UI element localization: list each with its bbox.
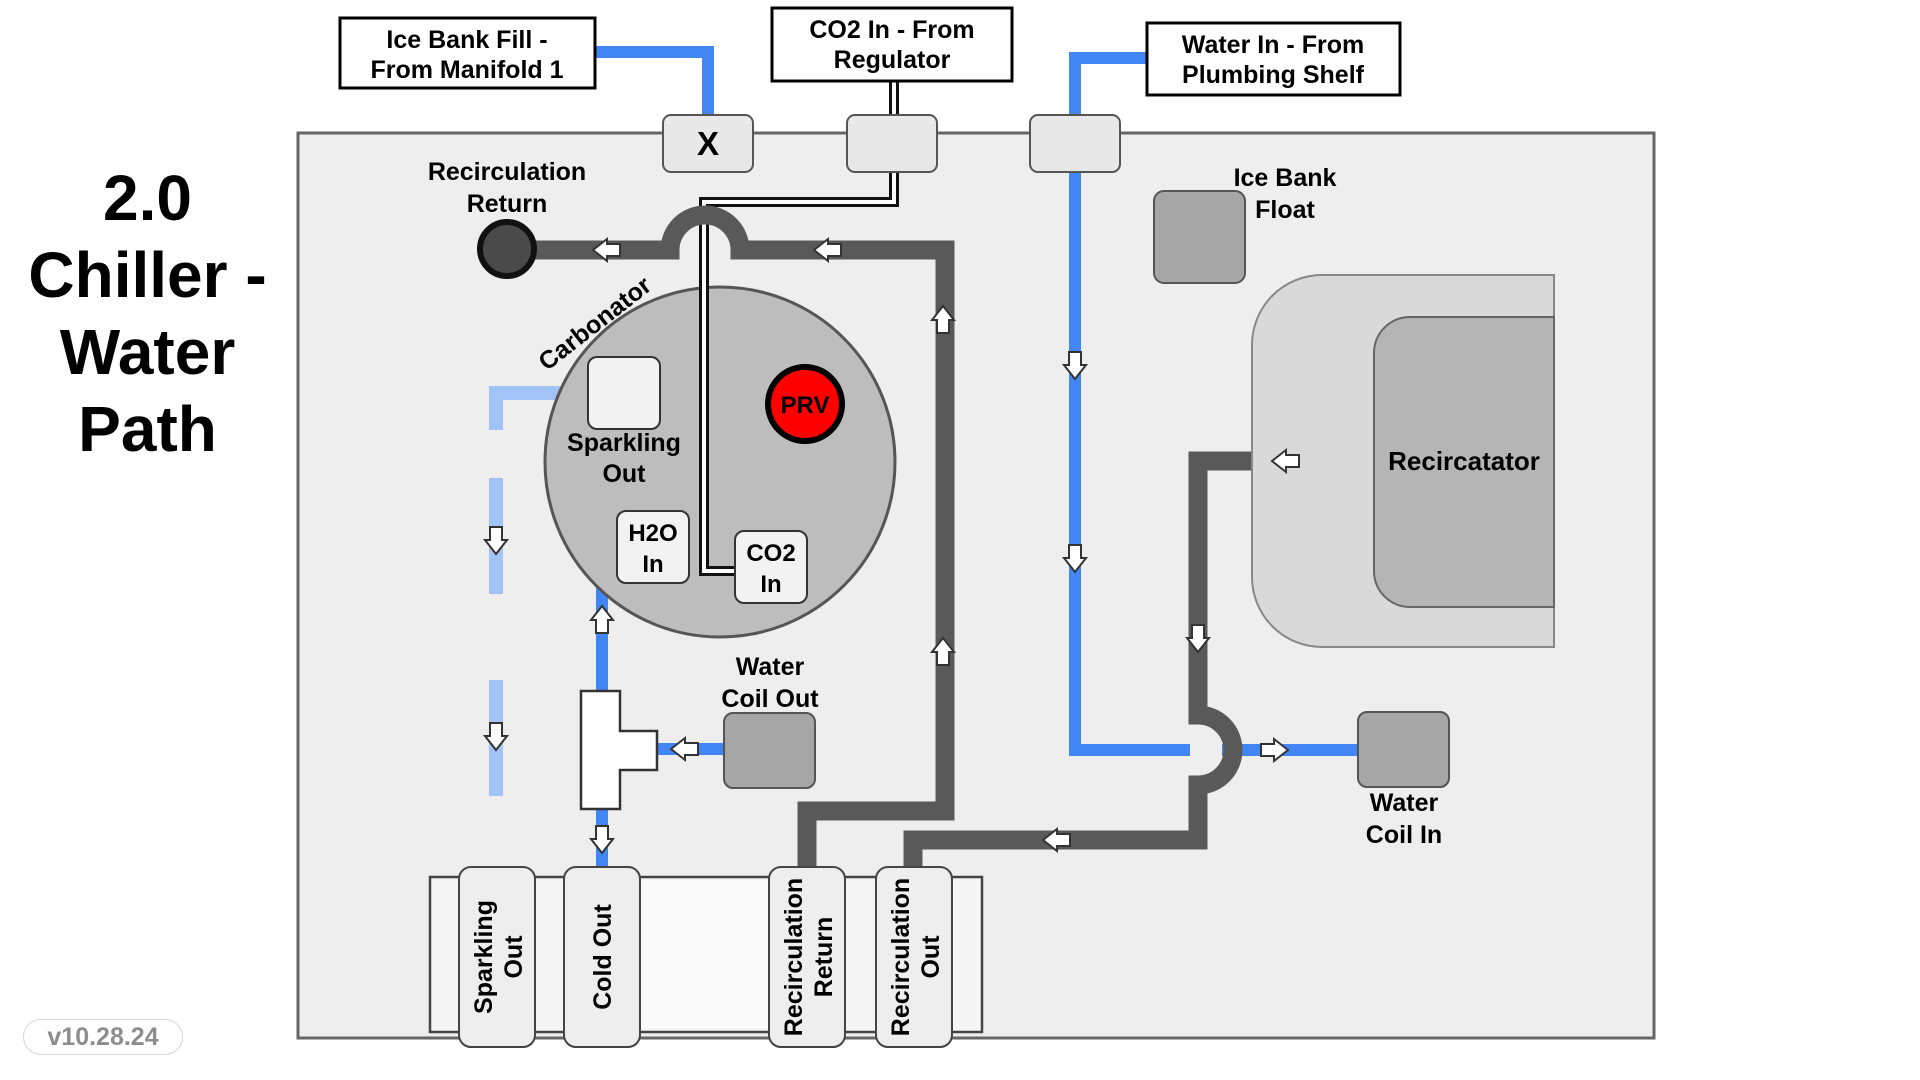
callout-ice-bank-fill-line2: From Manifold 1 [370, 56, 563, 84]
label-co2-in-1: CO2 [746, 540, 795, 567]
label-ice-bank-float-2: Float [1255, 196, 1315, 224]
label-recirculation-return-2: Return [467, 190, 548, 218]
outlet-label-sparkling-out-1: Sparkling [470, 900, 498, 1014]
callout-ice-bank-fill [338, 16, 597, 90]
recircatator-unit [1373, 316, 1555, 608]
outlet-label-recirculation-out-2: Out [917, 935, 945, 979]
callout-co2-in [770, 6, 1014, 83]
ice-bank-fill-fitting [662, 114, 754, 173]
title-line-4: Path [78, 393, 217, 465]
page-title: 2.0 Chiller - Water Path [0, 160, 295, 468]
callout-co2-in-line2: Regulator [834, 46, 951, 74]
recirculation-return-pipe [508, 205, 955, 870]
label-sparkling-out-2: Out [602, 460, 646, 488]
co2-regulator-fitting [846, 114, 938, 173]
outlet-port-recirculation-return [768, 866, 846, 1048]
version-badge: v10.28.24 [23, 1019, 183, 1055]
outlet-label-recirculation-return-2: Return [810, 917, 838, 998]
label-h2o-in-1: H2O [628, 520, 677, 547]
water-coil-out-block [723, 712, 816, 789]
label-sparkling-out-1: Sparkling [567, 429, 681, 457]
label-water-coil-out-2: Coil Out [721, 685, 819, 713]
callout-ice-bank-fill-line1: Ice Bank Fill - [386, 26, 547, 54]
prv-valve [765, 364, 845, 444]
outlet-port-sparkling-out [458, 866, 536, 1048]
label-water-coil-in-1: Water [1370, 789, 1439, 817]
water-coil-in-block [1357, 711, 1450, 788]
ice-bank-float [1153, 190, 1246, 284]
outlet-port-cold-out [563, 866, 641, 1048]
title-line-3: Water [59, 316, 236, 388]
label-recirculation-return-1: Recirculation [428, 158, 586, 186]
outlet-label-cold-out: Cold Out [589, 904, 617, 1010]
label-recircatator: Recircatator [1388, 446, 1540, 476]
sparkling-out-port [587, 356, 661, 430]
water-in-fitting [1029, 114, 1121, 173]
tee-fitting [579, 689, 659, 811]
water-in-pipe-top [1069, 52, 1148, 117]
co2-in-port [734, 530, 808, 604]
callout-water-in-line2: Plumbing Shelf [1182, 61, 1365, 89]
label-co2-in-2: In [760, 571, 781, 598]
recirculation-out-pipe [903, 451, 1373, 870]
callout-water-in-line1: Water In - From [1182, 31, 1364, 59]
label-ice-bank-float-1: Ice Bank [1234, 164, 1337, 192]
title-line-2: Chiller - [28, 239, 267, 311]
h2o-in-port [616, 510, 690, 584]
label-water-coil-in-2: Coil In [1366, 821, 1442, 849]
recirculation-return-terminal [477, 219, 537, 279]
outlet-label-recirculation-out-1: Recirculation [887, 878, 915, 1036]
label-h2o-in-2: In [642, 551, 663, 578]
sparkling-out-pipe [489, 386, 585, 430]
outlet-port-recirculation-out [875, 866, 953, 1048]
ice-bank-fill-mark: X [697, 125, 719, 162]
callout-water-in [1145, 21, 1402, 97]
label-prv: PRV [781, 392, 830, 419]
ice-bank-fill-pipe [595, 46, 714, 117]
co2-line-inner-core [702, 280, 740, 573]
outlet-manifold-inner [640, 880, 770, 1028]
title-line-1: 2.0 [103, 162, 192, 234]
callout-co2-in-line1: CO2 In - From [809, 16, 974, 44]
label-water-coil-out-1: Water [736, 653, 805, 681]
outlet-label-recirculation-return-1: Recirculation [780, 878, 808, 1036]
outlet-label-sparkling-out-2: Out [500, 935, 528, 979]
